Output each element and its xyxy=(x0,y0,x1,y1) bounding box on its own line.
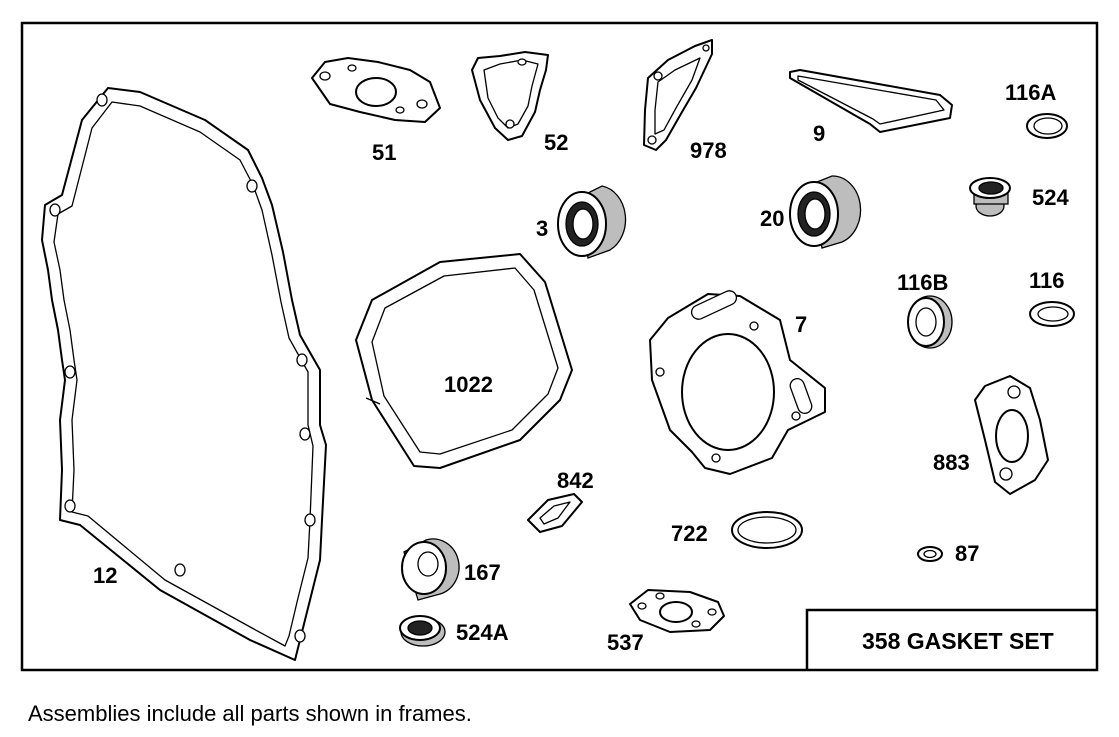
label-524A: 524A xyxy=(456,620,509,645)
part-20-oil-seal xyxy=(789,175,862,249)
part-3-oil-seal xyxy=(557,185,627,259)
label-537: 537 xyxy=(607,630,644,655)
label-116A: 116A xyxy=(1005,80,1056,105)
part-524-seal xyxy=(969,177,1011,217)
diagram-frame xyxy=(20,21,1099,672)
label-978: 978 xyxy=(690,138,727,163)
part-1022-valve-cover-gasket xyxy=(355,253,573,469)
label-3: 3 xyxy=(536,216,548,241)
part-537-gasket xyxy=(629,589,725,633)
part-116B-washer xyxy=(907,295,953,349)
label-116: 116 xyxy=(1029,268,1065,293)
part-87-washer xyxy=(917,546,943,562)
label-167: 167 xyxy=(464,560,501,585)
part-524A-seal xyxy=(399,615,446,647)
label-20: 20 xyxy=(760,206,784,231)
label-883: 883 xyxy=(933,450,970,475)
part-9-gasket xyxy=(789,69,953,133)
part-842-gasket xyxy=(527,493,583,533)
label-51: 51 xyxy=(372,140,396,165)
part-116-washer xyxy=(1029,301,1075,327)
label-1022: 1022 xyxy=(444,372,493,397)
label-842: 842 xyxy=(557,468,594,493)
part-978-gasket xyxy=(643,39,713,151)
label-116B: 116B xyxy=(897,270,948,295)
part-116A-washer xyxy=(1026,113,1068,139)
footnote: Assemblies include all parts shown in fr… xyxy=(28,701,472,726)
part-167-seal xyxy=(401,538,460,601)
assembly-box xyxy=(805,608,1097,670)
label-722: 722 xyxy=(671,521,708,546)
part-7-head-gasket xyxy=(649,290,826,475)
part-52-gasket xyxy=(471,51,549,141)
part-51-gasket xyxy=(311,57,441,123)
label-7: 7 xyxy=(795,312,807,337)
part-883-gasket xyxy=(974,375,1049,495)
part-12-crankcase-gasket xyxy=(41,87,327,661)
label-9: 9 xyxy=(813,121,825,146)
part-722-o-ring xyxy=(731,511,803,549)
label-52: 52 xyxy=(544,130,568,155)
label-12: 12 xyxy=(93,563,117,588)
assembly-box-label: 358 GASKET SET xyxy=(862,628,1054,654)
label-87: 87 xyxy=(955,541,979,566)
label-524: 524 xyxy=(1032,185,1069,210)
